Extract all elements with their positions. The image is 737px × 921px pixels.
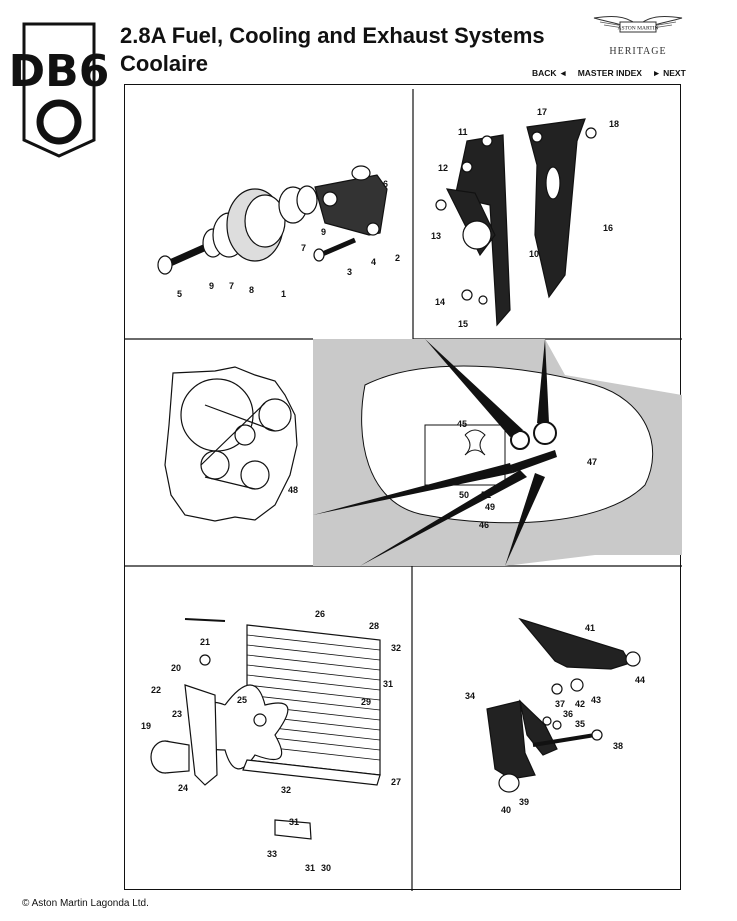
- callout-42: 42: [575, 699, 585, 709]
- callout-45: 45: [457, 419, 467, 429]
- callout-6: 6: [383, 179, 388, 189]
- callout-47: 47: [587, 457, 597, 467]
- callout-17: 17: [537, 107, 547, 117]
- callout-43: 43: [591, 695, 601, 705]
- car-engine-bay-view: [313, 339, 682, 566]
- radiator-callouts: 19 20 21 22 23 24 25 26 27 28 29 30 31 3…: [141, 609, 401, 873]
- callout-3: 3: [347, 267, 352, 277]
- exploded-diagram: 1 2 3 4 5 6 7 7 8 9 9 10: [124, 84, 682, 891]
- callout-13: 13: [431, 231, 441, 241]
- callout-10: 10: [529, 249, 539, 259]
- title-block: 2.8A Fuel, Cooling and Exhaust Systems C…: [120, 22, 545, 78]
- callout-20: 20: [171, 663, 181, 673]
- mounting-callouts: 34 35 36 37 38 39 40 41 42 43 44: [465, 623, 645, 815]
- callout-30: 30: [321, 863, 331, 873]
- callout-48: 48: [288, 485, 298, 495]
- callout-32b: 32: [281, 785, 291, 795]
- diagram-svg: 1 2 3 4 5 6 7 7 8 9 9 10: [125, 89, 682, 891]
- logo-text: DB6: [9, 46, 110, 97]
- callout-1: 1: [281, 289, 286, 299]
- callout-28: 28: [369, 621, 379, 631]
- callout-9a: 9: [321, 227, 326, 237]
- radiator-assembly: [150, 618, 381, 840]
- callout-34: 34: [465, 691, 475, 701]
- mounting-bracket-assembly: [486, 617, 641, 793]
- callout-46: 46: [479, 520, 489, 530]
- pulley-assembly: [157, 165, 388, 275]
- callout-49: 49: [485, 502, 495, 512]
- callout-31b: 31: [289, 817, 299, 827]
- callout-31c: 31: [305, 863, 315, 873]
- callout-16: 16: [603, 223, 613, 233]
- callout-39: 39: [519, 797, 529, 807]
- pulley-callouts: 1 2 3 4 5 6 7 7 8 9 9: [177, 179, 400, 299]
- back-link[interactable]: BACK ◄: [532, 68, 568, 78]
- callout-27: 27: [391, 777, 401, 787]
- page-subtitle: Coolaire: [120, 51, 209, 76]
- car-callouts: 48 45 47 50 51 49 46: [288, 419, 597, 530]
- callout-7b: 7: [229, 281, 234, 291]
- callout-41: 41: [585, 623, 595, 633]
- brand-sub: HERITAGE: [609, 46, 667, 57]
- callout-11: 11: [458, 127, 468, 137]
- callout-32a: 32: [391, 643, 401, 653]
- master-index-link[interactable]: MASTER INDEX: [577, 68, 642, 78]
- page-title: 2.8A Fuel, Cooling and Exhaust Systems: [120, 23, 545, 48]
- callout-25: 25: [237, 695, 247, 705]
- callout-33: 33: [267, 849, 277, 859]
- callout-29: 29: [361, 697, 371, 707]
- callout-38: 38: [613, 741, 623, 751]
- callout-7a: 7: [301, 243, 306, 253]
- callout-5: 5: [177, 289, 182, 299]
- callout-24: 24: [178, 783, 188, 793]
- bracket-assembly: [435, 118, 597, 327]
- callout-51: 51: [481, 490, 491, 500]
- callout-36: 36: [563, 709, 573, 719]
- callout-40: 40: [501, 805, 511, 815]
- aston-martin-brand: ASTON MARTIN HERITAGE: [588, 10, 688, 57]
- callout-50: 50: [459, 490, 469, 500]
- callout-19: 19: [141, 721, 151, 731]
- db6-logo: DB6: [9, 22, 109, 158]
- callout-2: 2: [395, 253, 400, 263]
- callout-4: 4: [371, 257, 376, 267]
- callout-8: 8: [249, 285, 254, 295]
- brand-name: ASTON MARTIN: [618, 26, 659, 32]
- callout-44: 44: [635, 675, 645, 685]
- belt-layout: [164, 366, 298, 522]
- callout-35: 35: [575, 719, 585, 729]
- callout-12: 12: [438, 163, 448, 173]
- bracket-callouts: 10 11 12 13 14 15 16 17 18: [431, 107, 619, 329]
- callout-22: 22: [151, 685, 161, 695]
- callout-31a: 31: [383, 679, 393, 689]
- nav-bar: BACK ◄ MASTER INDEX ► NEXT: [532, 68, 686, 78]
- callout-23: 23: [172, 709, 182, 719]
- copyright: © Aston Martin Lagonda Ltd.: [22, 898, 149, 909]
- callout-9b: 9: [209, 281, 214, 291]
- next-link[interactable]: ► NEXT: [652, 68, 686, 78]
- callout-21: 21: [200, 637, 210, 647]
- callout-18: 18: [609, 119, 619, 129]
- callout-15: 15: [458, 319, 468, 329]
- callout-14: 14: [435, 297, 445, 307]
- callout-37: 37: [555, 699, 565, 709]
- callout-26: 26: [315, 609, 325, 619]
- aston-martin-wings-icon: ASTON MARTIN: [593, 15, 683, 33]
